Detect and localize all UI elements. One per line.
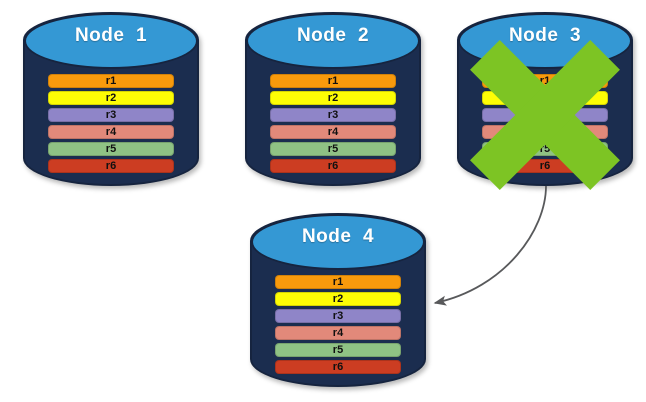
node-2-records: r1 r2 r3 r4 r5 r6 [245,74,421,173]
node-1-cylinder-top [24,13,198,69]
node-3-records: r1 r2 r3 r4 r5 r6 [457,74,633,173]
node-3-label: Node 3 [508,25,582,46]
record-row[interactable]: r1 [269,74,397,88]
record-row[interactable]: r3 [274,309,402,323]
node-2-cylinder-top [246,13,420,69]
node-4-records: r1 r2 r3 r4 r5 r6 [250,275,426,374]
record-row[interactable]: r5 [47,142,175,156]
record-row[interactable]: r1 [274,275,402,289]
node-1-records: r1 r2 r3 r4 r5 r6 [23,74,199,173]
node-2[interactable]: Node 2 r1 r2 r3 r4 r5 r6 [245,12,421,186]
record-row[interactable]: r6 [274,360,402,374]
record-row[interactable]: r3 [269,108,397,122]
node-4-cylinder-top [251,214,425,270]
record-row[interactable]: r6 [47,159,175,173]
record-row[interactable]: r4 [274,326,402,340]
node-2-label: Node 2 [296,25,370,46]
record-row[interactable]: r2 [274,292,402,306]
record-row[interactable]: r3 [47,108,175,122]
record-row[interactable]: r2 [269,91,397,105]
record-row[interactable]: r1 [481,74,609,88]
node-4[interactable]: Node 4 r1 r2 r3 r4 r5 r6 [250,213,426,387]
record-row[interactable]: r3 [481,108,609,122]
node-4-label: Node 4 [301,226,375,247]
record-row[interactable]: r2 [47,91,175,105]
record-row[interactable]: r4 [269,125,397,139]
node-1[interactable]: Node 1 r1 r2 r3 r4 r5 r6 [23,12,199,186]
record-row[interactable]: r5 [269,142,397,156]
record-row[interactable]: r6 [481,159,609,173]
arrow-path [433,185,547,306]
node-1-label: Node 1 [74,25,148,46]
record-row[interactable]: r5 [481,142,609,156]
record-row[interactable]: r6 [269,159,397,173]
record-row[interactable]: r2 [481,91,609,105]
record-row[interactable]: r4 [481,125,609,139]
node-3[interactable]: Node 3 r1 r2 r3 r4 r5 r6 [457,12,633,190]
record-row[interactable]: r1 [47,74,175,88]
record-row[interactable]: r5 [274,343,402,357]
record-row[interactable]: r4 [47,125,175,139]
